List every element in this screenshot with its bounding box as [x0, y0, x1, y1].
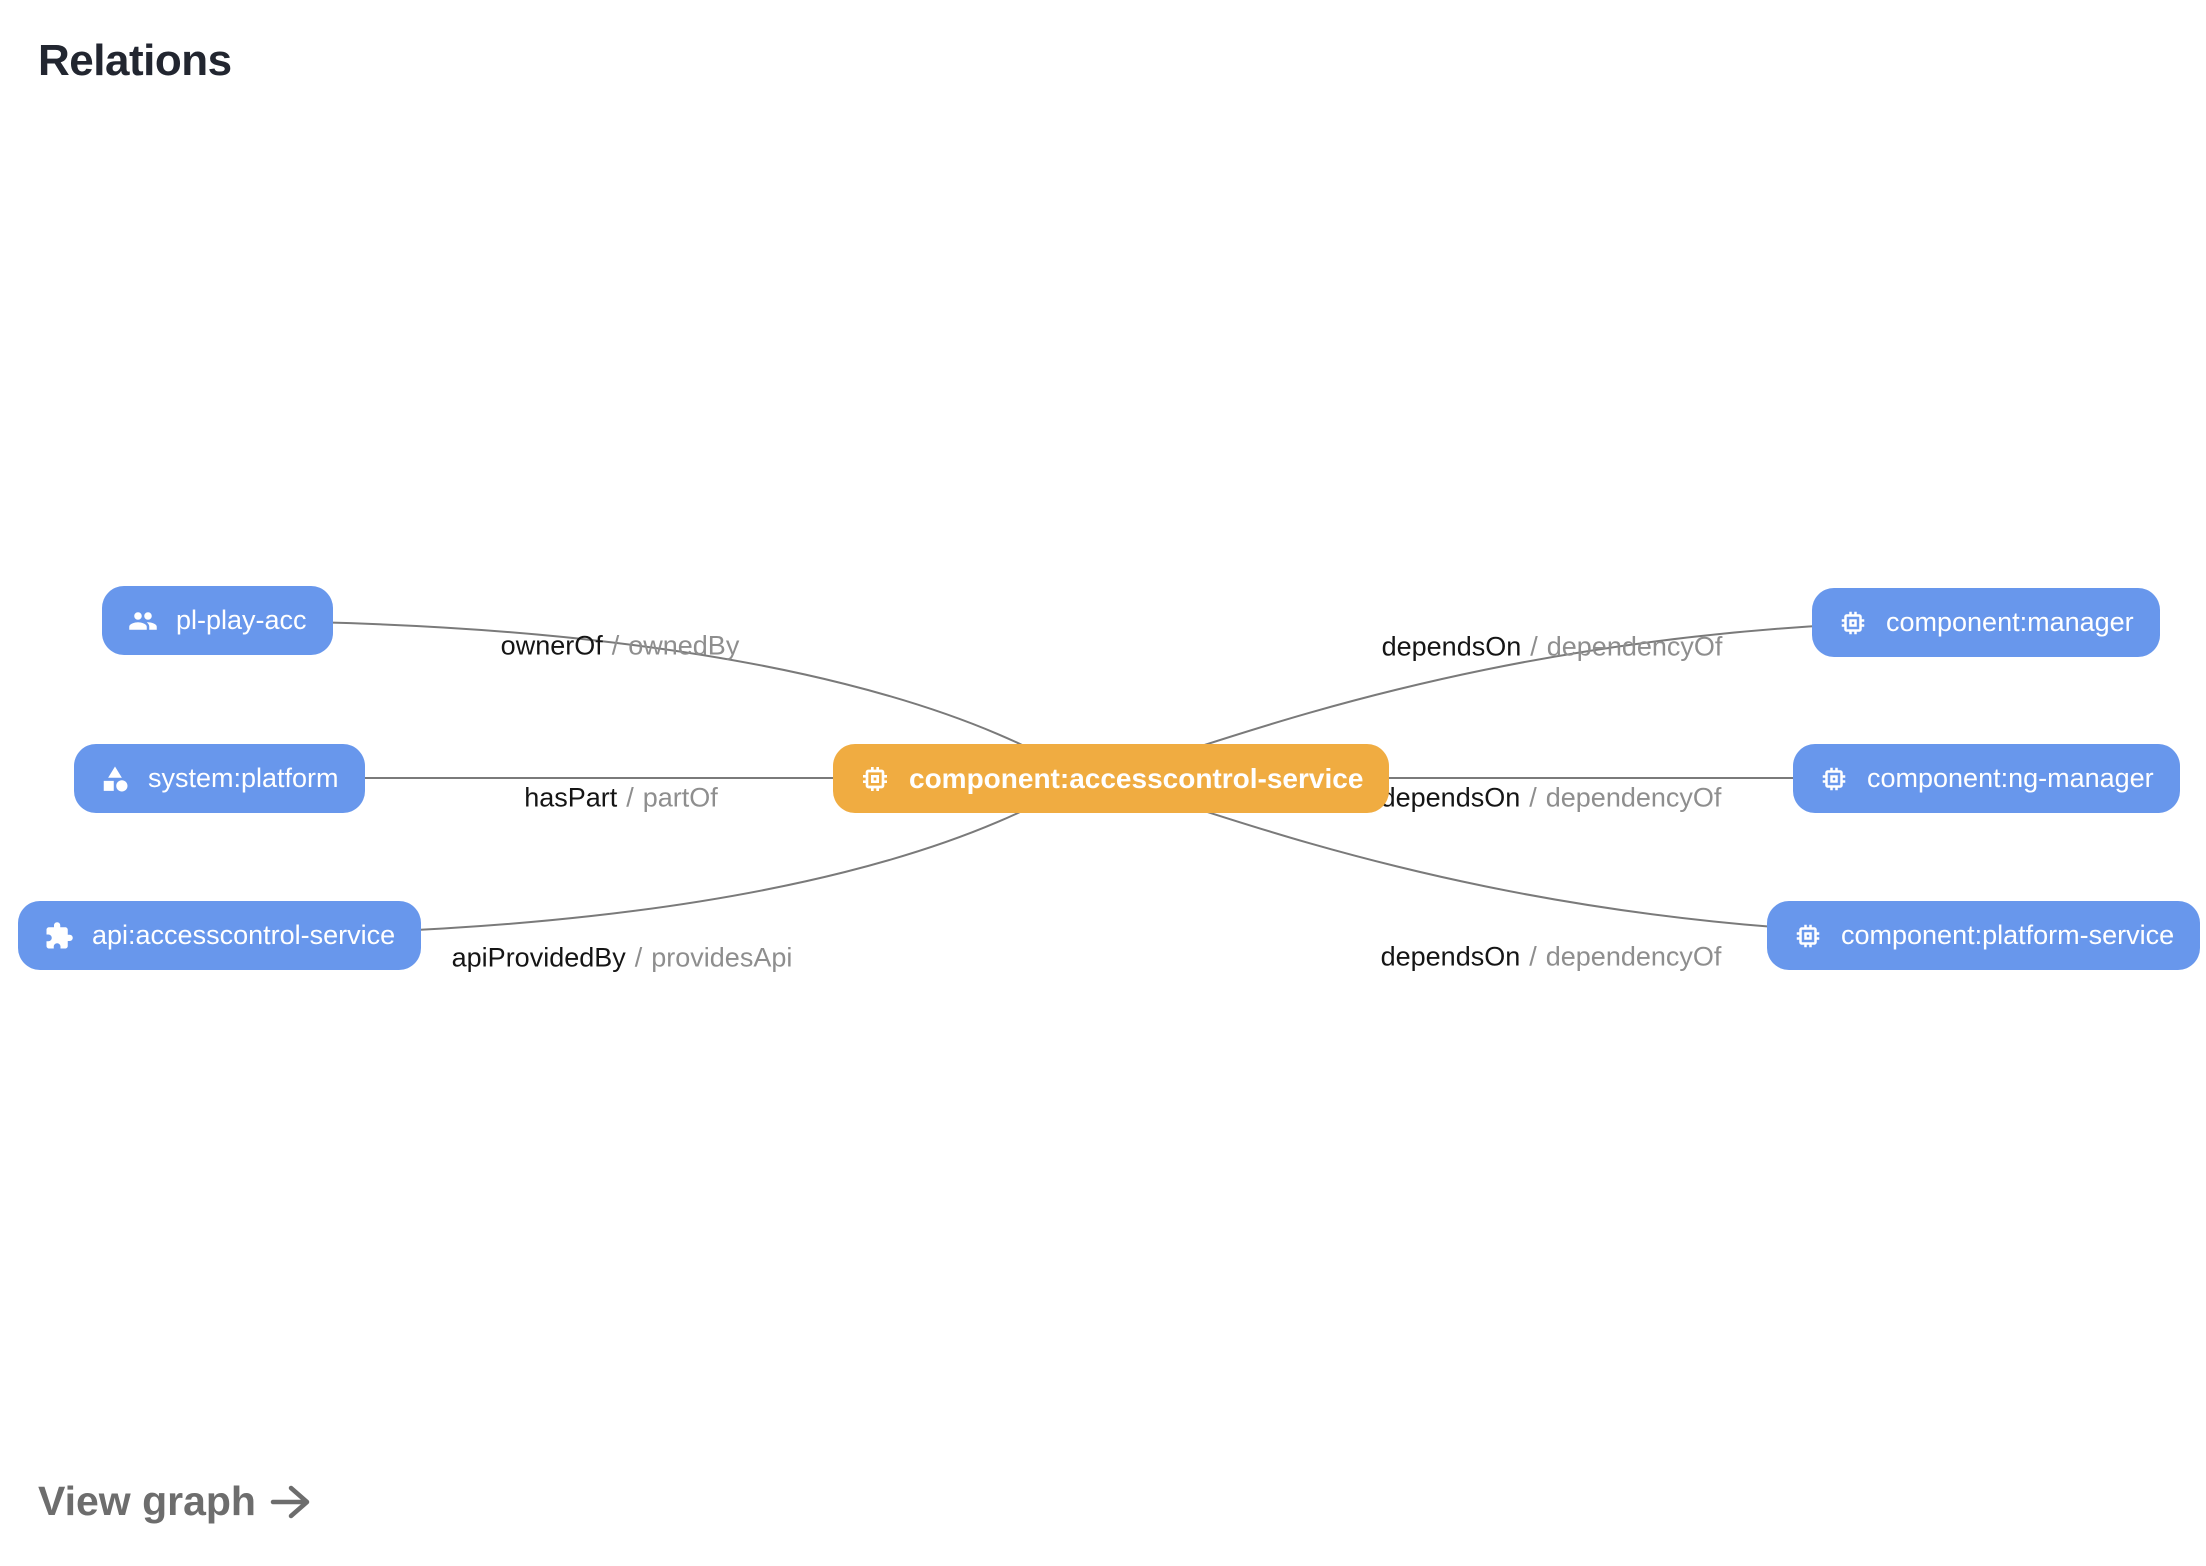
relation-separator: /	[626, 782, 634, 813]
node-api-accesscontrol-service[interactable]: api:accesscontrol-service	[18, 901, 422, 970]
relation-separator: /	[1530, 631, 1538, 662]
relation-forward: ownerOf	[500, 630, 603, 661]
node-label: component:accesscontrol-service	[909, 762, 1364, 794]
node-component-manager[interactable]: component:manager	[1812, 588, 2160, 657]
relation-label-haspart: hasPart / partOf	[524, 783, 718, 814]
node-pl-play-acc[interactable]: pl-play-acc	[102, 586, 333, 655]
relation-separator: /	[1529, 941, 1537, 972]
extension-puzzle-icon	[46, 921, 73, 948]
relation-forward: dependsOn	[1380, 782, 1521, 813]
relation-label-dependson-platform-service: dependsOn / dependencyOf	[1381, 942, 1722, 973]
arrow-right-icon	[270, 1485, 310, 1518]
relation-reverse: ownedBy	[628, 630, 740, 661]
relation-label-dependson-ng-manager: dependsOn / dependencyOf	[1381, 783, 1722, 814]
node-component-platform-service[interactable]: component:platform-service	[1767, 901, 2201, 970]
memory-chip-icon	[1796, 924, 1820, 947]
relation-label-dependson-manager: dependsOn / dependencyOf	[1382, 632, 1723, 663]
node-label: pl-play-acc	[176, 605, 307, 635]
relation-separator: /	[634, 942, 643, 973]
relation-reverse: dependencyOf	[1545, 941, 1722, 972]
relation-forward: dependsOn	[1381, 631, 1522, 662]
page-title: Relations	[38, 36, 232, 85]
node-component-accesscontrol-service[interactable]: component:accesscontrol-service	[833, 744, 1390, 813]
node-label: component:manager	[1886, 607, 2134, 637]
node-label: system:platform	[148, 763, 339, 793]
memory-chip-icon	[1841, 611, 1865, 634]
memory-chip-icon	[1822, 767, 1846, 790]
relation-reverse: partOf	[642, 782, 718, 813]
view-graph-label: View graph	[38, 1478, 256, 1524]
view-graph-link[interactable]: View graph	[38, 1478, 314, 1525]
group-icon	[129, 611, 157, 630]
node-label: component:ng-manager	[1867, 763, 2154, 793]
node-label: api:accesscontrol-service	[92, 920, 396, 950]
relation-label-apiprovidedby: apiProvidedBy / providesApi	[452, 943, 793, 974]
relation-reverse: providesApi	[651, 942, 793, 973]
relation-label-ownerof: ownerOf / ownedBy	[501, 631, 740, 662]
category-shapes-icon	[103, 766, 128, 791]
relation-separator: /	[1529, 782, 1537, 813]
relation-forward: apiProvidedBy	[451, 942, 626, 973]
node-system-platform[interactable]: system:platform	[74, 744, 365, 813]
relation-forward: hasPart	[524, 782, 618, 813]
relation-reverse: dependencyOf	[1546, 631, 1723, 662]
relation-forward: dependsOn	[1380, 941, 1521, 972]
relation-separator: /	[611, 630, 620, 661]
relation-reverse: dependencyOf	[1545, 782, 1722, 813]
node-label: component:platform-service	[1841, 920, 2175, 950]
node-component-ng-manager[interactable]: component:ng-manager	[1793, 744, 2180, 813]
memory-chip-icon	[863, 766, 887, 791]
